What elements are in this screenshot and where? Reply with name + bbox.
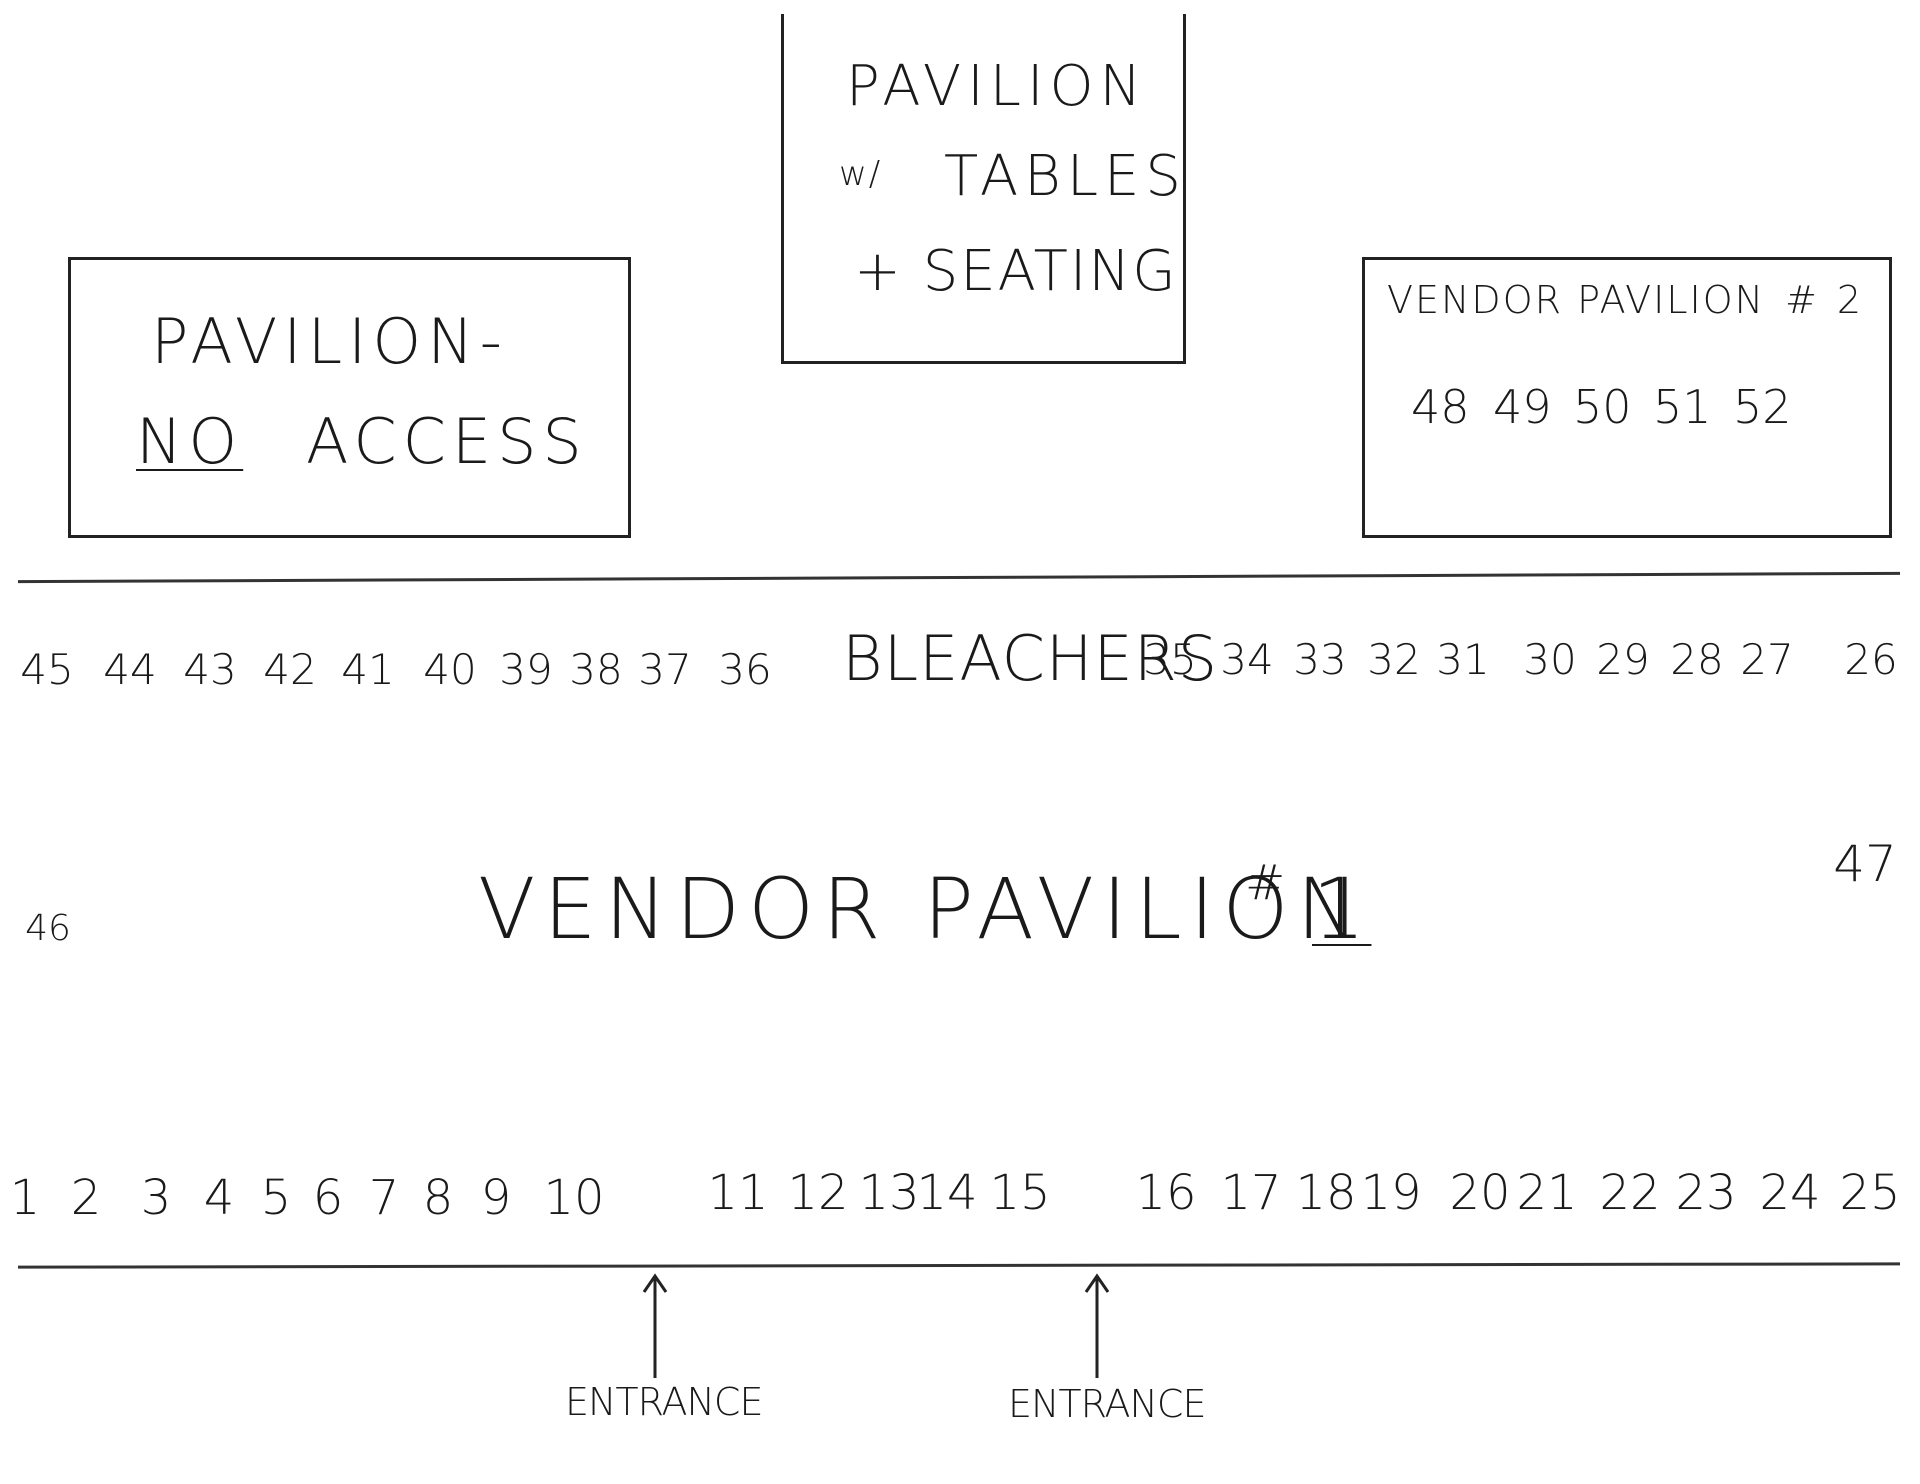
entrance-left-label[interactable]: ENTRANCE [565,1380,763,1424]
upper-booth[interactable]: 41 [341,645,395,694]
vendor-pavilion-2-booth[interactable]: 52 [1733,380,1792,434]
lower-booth[interactable]: 15 [989,1165,1051,1221]
lower-booth[interactable]: 14 [916,1165,978,1221]
pavilion-tables-seating: + SEATING [854,239,1178,304]
lower-booth[interactable]: 6 [312,1170,344,1226]
lower-booth[interactable]: 17 [1220,1165,1282,1221]
vendor-pavilion-2-box: VENDOR PAVILION # 2 48 49 50 51 52 [1362,257,1892,538]
vendor-pavilion-2-title: VENDOR PAVILION [1387,278,1766,322]
lower-divider-line [17,1262,1901,1269]
upper-booth[interactable]: 29 [1596,635,1650,684]
upper-booth[interactable]: 32 [1367,635,1421,684]
vendor-pavilion-2-booth[interactable]: 50 [1573,380,1632,434]
lower-booth[interactable]: 3 [140,1170,172,1226]
lower-booth[interactable]: 22 [1599,1165,1661,1221]
lower-booth[interactable]: 13 [858,1165,920,1221]
lower-booth[interactable]: 8 [422,1170,454,1226]
lower-booth[interactable]: 21 [1516,1165,1578,1221]
entrance-left-arrow-icon [642,1273,668,1378]
vendor-pavilion-2-booth[interactable]: 48 [1411,380,1470,434]
lower-booth[interactable]: 11 [707,1165,769,1221]
upper-booth[interactable]: 44 [103,645,157,694]
lower-booth[interactable]: 23 [1675,1165,1737,1221]
pavilion-no-access-title: PAVILION- [151,305,508,378]
lower-booth[interactable]: 1 [9,1170,41,1226]
upper-booth[interactable]: 26 [1844,635,1898,684]
pavilion-tables-w: w/ [839,154,883,194]
upper-booth[interactable]: 40 [423,645,477,694]
vendor-pavilion-2-booth[interactable]: 51 [1653,380,1712,434]
vendor-pavilion-1-title: VENDOR PAVILION [478,860,1368,958]
pavilion-tables-tables: TABLES [944,144,1187,209]
vendor-pavilion-2-hash: # 2 [1785,278,1866,322]
lower-booth[interactable]: 25 [1839,1165,1901,1221]
upper-booth[interactable]: 43 [183,645,237,694]
side-booth-left[interactable]: 46 [25,908,71,949]
lower-booth[interactable]: 10 [543,1170,605,1226]
entrance-right-label[interactable]: ENTRANCE [1008,1382,1206,1426]
pavilion-no-access-access: ACCESS [306,405,588,478]
lower-booth[interactable]: 2 [70,1170,102,1226]
upper-booth[interactable]: 34 [1220,635,1274,684]
pavilion-no-access-box: PAVILION- NO ACCESS [68,257,631,538]
lower-booth[interactable]: 5 [260,1170,292,1226]
pavilion-no-access-no: NO [136,405,244,478]
upper-booth[interactable]: 42 [263,645,317,694]
upper-divider-line [18,571,1900,584]
upper-booth[interactable]: 27 [1740,635,1794,684]
vendor-pavilion-1-number: 1 [1312,860,1372,958]
vendor-pavilion-2-booth[interactable]: 49 [1493,380,1552,434]
pavilion-tables-box: PAVILION w/ TABLES + SEATING [781,14,1186,364]
vendor-pavilion-1-hash: # [1245,855,1292,911]
upper-booth[interactable]: 39 [499,645,553,694]
upper-booth[interactable]: 45 [20,645,74,694]
lower-booth[interactable]: 7 [368,1170,400,1226]
lower-booth[interactable]: 18 [1295,1165,1357,1221]
pavilion-tables-line1: PAVILION [846,54,1148,119]
bleachers-label: BLEACHERS [842,622,1219,695]
side-booth-right[interactable]: 47 [1833,835,1897,893]
lower-booth[interactable]: 20 [1449,1165,1511,1221]
upper-booth[interactable]: 35 [1143,635,1197,684]
upper-booth[interactable]: 30 [1523,635,1577,684]
lower-booth[interactable]: 16 [1135,1165,1197,1221]
upper-booth[interactable]: 28 [1670,635,1724,684]
upper-booth[interactable]: 33 [1293,635,1347,684]
lower-booth[interactable]: 12 [787,1165,849,1221]
lower-booth[interactable]: 9 [480,1170,512,1226]
upper-booth[interactable]: 36 [718,645,772,694]
upper-booth[interactable]: 37 [638,645,692,694]
upper-booth[interactable]: 31 [1436,635,1490,684]
lower-booth[interactable]: 24 [1759,1165,1821,1221]
lower-booth[interactable]: 19 [1360,1165,1422,1221]
upper-booth[interactable]: 38 [569,645,623,694]
lower-booth[interactable]: 4 [203,1170,235,1226]
entrance-right-arrow-icon [1084,1273,1110,1378]
